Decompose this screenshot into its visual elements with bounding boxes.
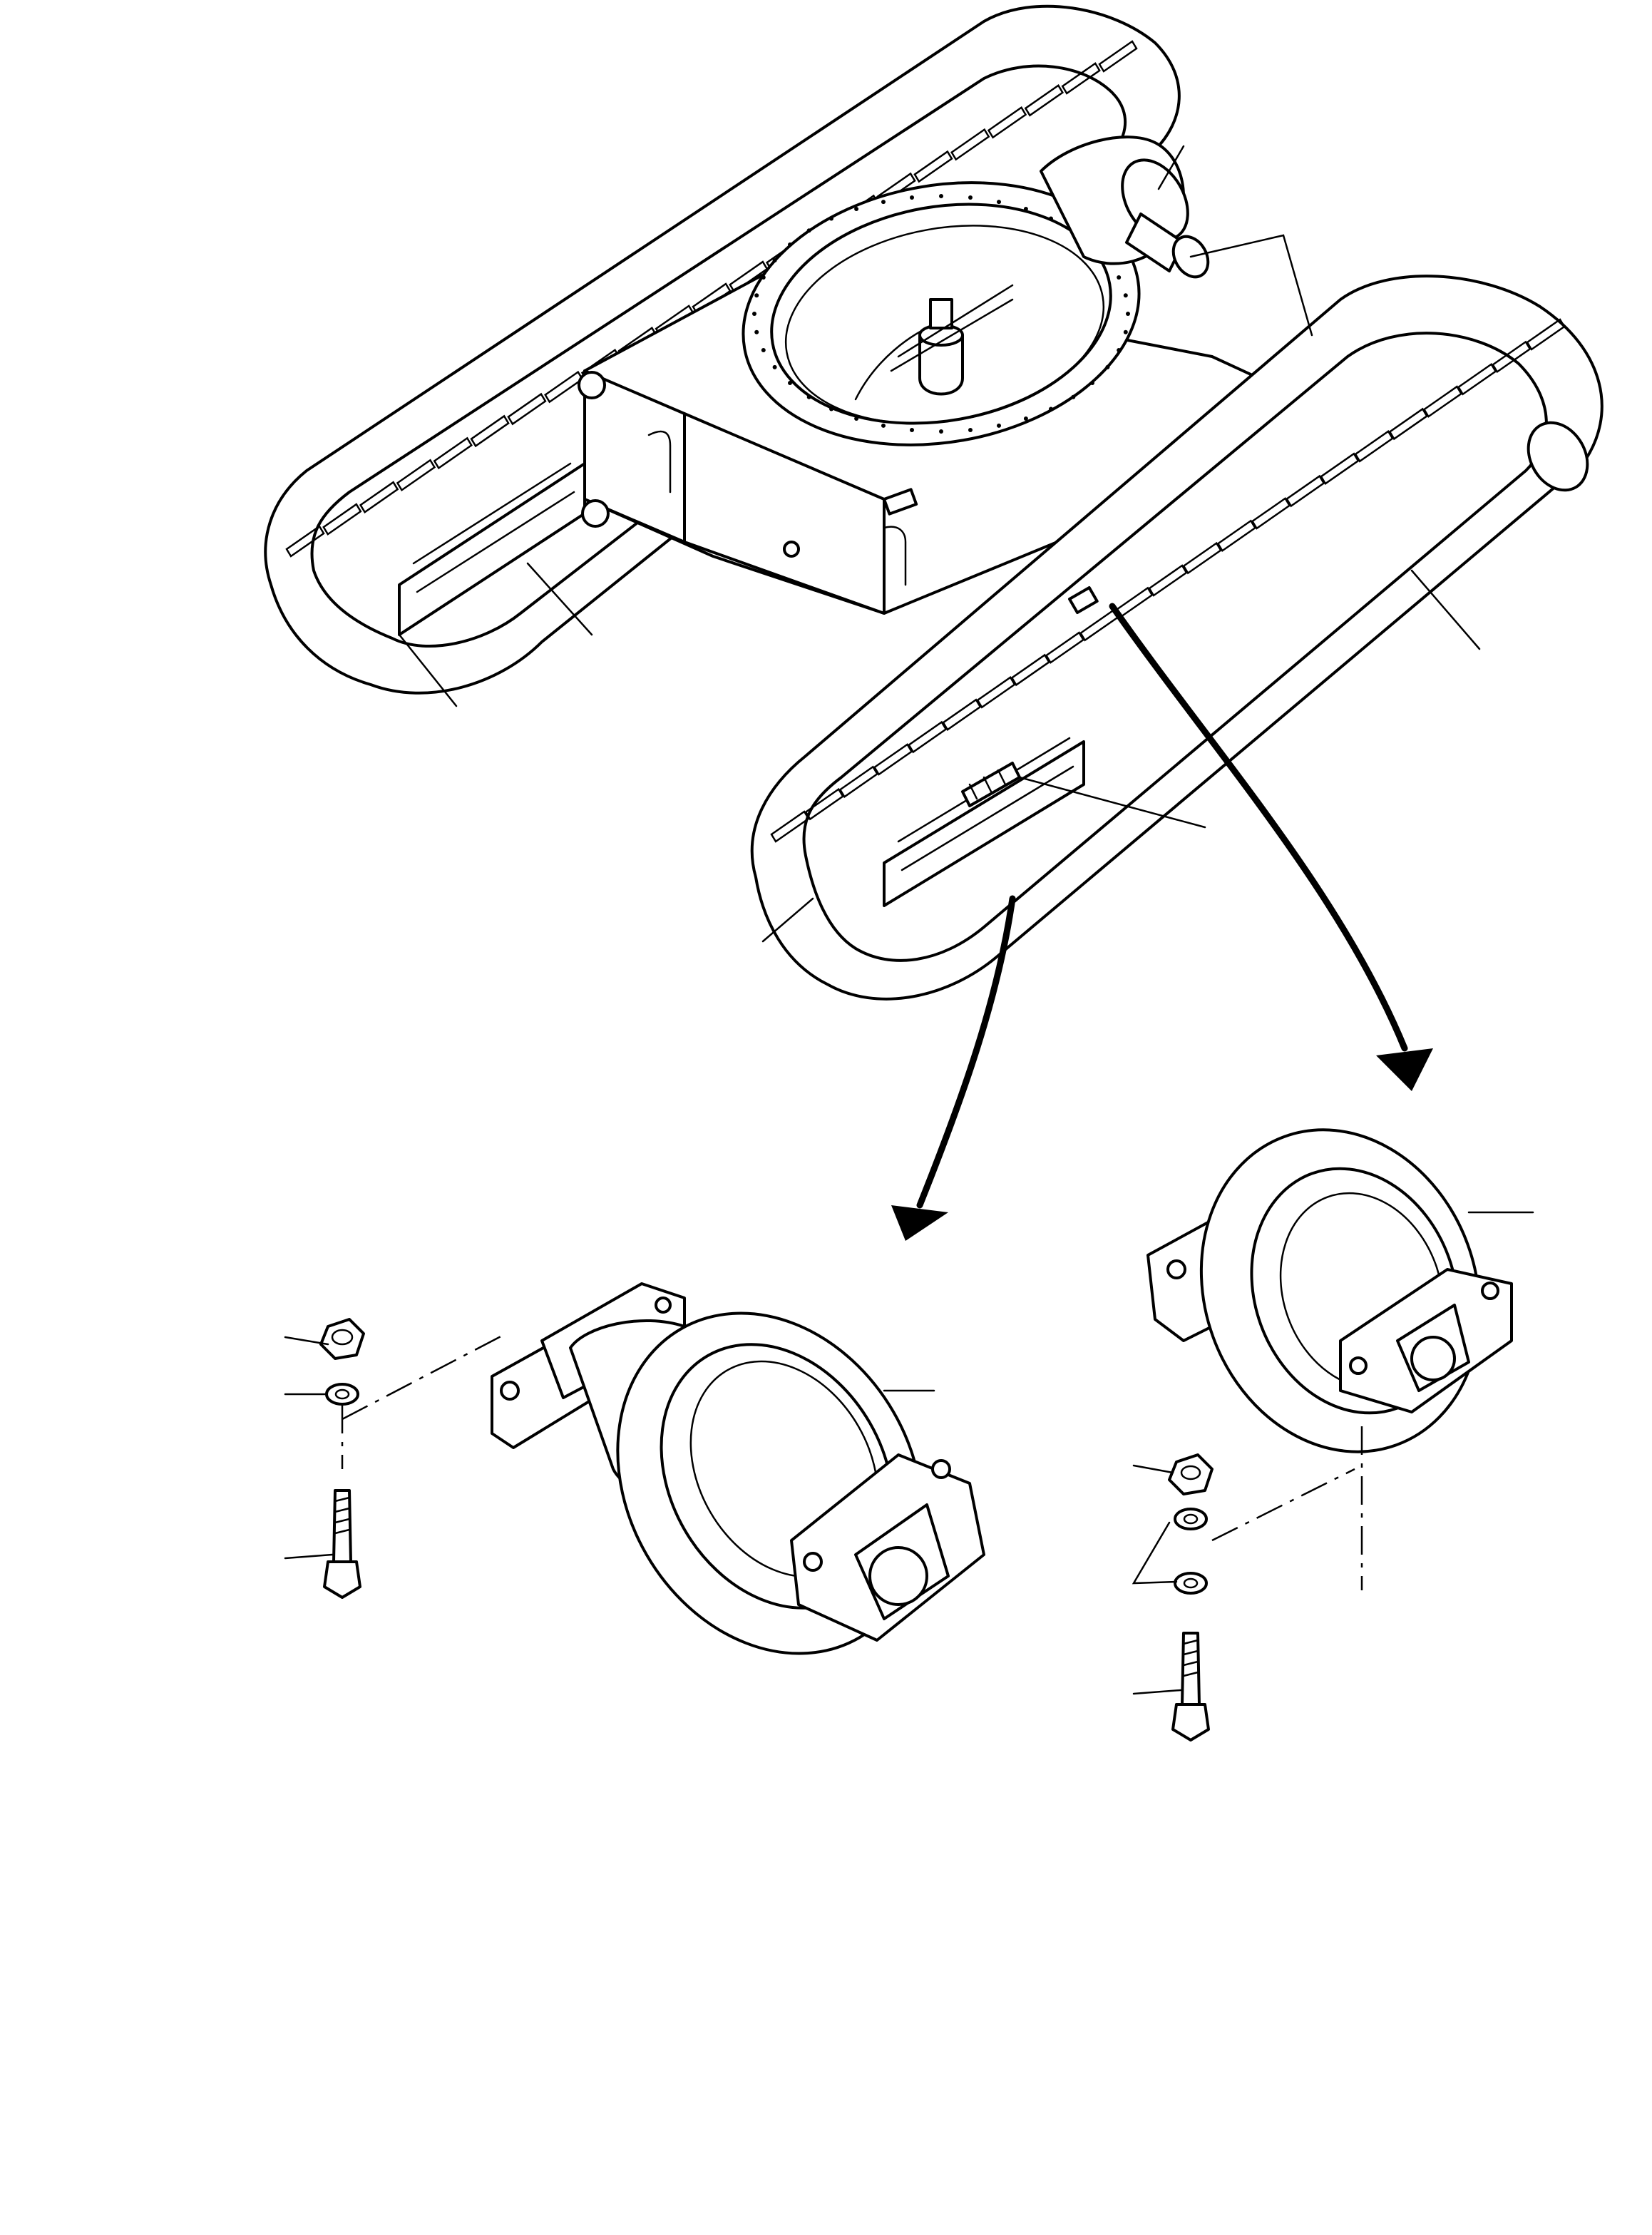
undercarriage-assembly [265,6,1601,1241]
ring-bolt-hole [788,381,792,385]
ring-bolt-hole [939,194,943,198]
ring-bolt-hole [772,364,777,369]
ring-bolt-hole [881,423,886,428]
roller-washer [327,1384,358,1404]
track-shoe [1459,364,1496,394]
carrier-roller-exploded [1134,1090,1533,1740]
track-shoe [1062,63,1099,93]
track-shoe [397,460,434,490]
ring-bolt-hole [1023,416,1028,421]
track-roller [492,1257,984,1709]
carrier-washer-1 [1175,1509,1206,1529]
roller-bolt [324,1490,360,1597]
carrier-leader-lines [1134,1212,1533,1694]
callout-leader-lines [399,146,1479,941]
swing-circle [722,153,1160,475]
ring-bolt-hole [1049,406,1053,411]
ring-bolt-hole [761,275,766,280]
ring-bolt-hole [854,416,859,421]
track-shoe [840,767,877,797]
ring-bolt-hole [854,207,859,211]
track-shoe [324,504,361,534]
track-shoe [471,416,508,446]
carrier-washer-2 [1175,1573,1206,1593]
track-shoe [1355,431,1392,461]
track-shoe [1493,342,1530,372]
track-shoe [875,745,912,774]
carrier-roller [1148,1090,1524,1491]
right-track-shoes [771,319,1564,842]
right-track [752,276,1602,999]
ring-bolt-hole [806,228,811,233]
track-shoe [989,108,1026,138]
track-shoe [978,677,1015,707]
ring-bolt-hole [1090,381,1094,385]
track-shoe [434,438,471,468]
ring-bolt-hole [939,429,943,434]
ring-bolt-hole [788,242,792,247]
ring-bolt-hole [910,428,914,432]
track-shoe [806,789,843,819]
ring-bolt-hole [754,329,759,334]
track-shoe [1046,633,1083,663]
track-shoe [1184,543,1221,573]
ring-bolt-hole [1126,312,1130,316]
ring-bolt-hole [1117,348,1122,352]
track-shoe [287,526,324,556]
exploded-view-arrows [891,606,1433,1241]
track-shoe [771,812,809,842]
ring-bolt-hole [1049,216,1053,221]
ring-bolt-hole [761,348,766,352]
track-roller-exploded [285,1257,984,1709]
track-shoe [1424,387,1461,416]
ring-bolt-hole [968,428,973,432]
ring-bolt-hole [772,258,777,263]
track-shoe [508,394,545,424]
ring-bolt-hole [1023,207,1028,211]
track-shoe [952,130,989,160]
ring-bolt-hole [752,312,756,316]
ring-bolt-hole [997,423,1001,428]
track-shoe [1527,319,1564,349]
carrier-nut [1169,1455,1212,1494]
ring-bolt-hole [1123,293,1128,298]
track-shoe [1025,86,1062,116]
center-swivel-joint [856,285,1012,399]
ring-bolt-hole [754,293,759,298]
track-shoe [915,152,952,182]
track-shoe [1149,566,1186,595]
carrier-bolt [1173,1633,1209,1740]
track-shoe [1012,655,1049,685]
roller-nut [321,1319,364,1359]
ring-bolt-hole [910,195,914,200]
track-shoe [1253,498,1290,528]
track-shoe [1218,521,1255,551]
track-shoe [361,482,398,512]
ring-bolt-hole [1117,275,1122,280]
track-shoe [1287,476,1324,506]
ring-bolt-hole [968,195,973,200]
track-shoe [943,700,980,730]
ring-bolt-hole [997,200,1001,205]
track-shoe [1099,41,1137,71]
track-shoe [1390,409,1427,439]
ring-bolt-hole [881,200,886,205]
ring-bolt-hole [1123,329,1128,334]
roller-leader-lines [285,1334,934,1558]
track-shoe [909,722,946,752]
ring-bolt-hole [829,216,833,221]
track-shoe [1321,454,1358,484]
ring-bolt-hole [806,394,811,399]
ring-bolt-hole [1105,364,1110,369]
ring-bolt-hole [829,406,833,411]
ring-bolt-hole [1071,394,1076,399]
